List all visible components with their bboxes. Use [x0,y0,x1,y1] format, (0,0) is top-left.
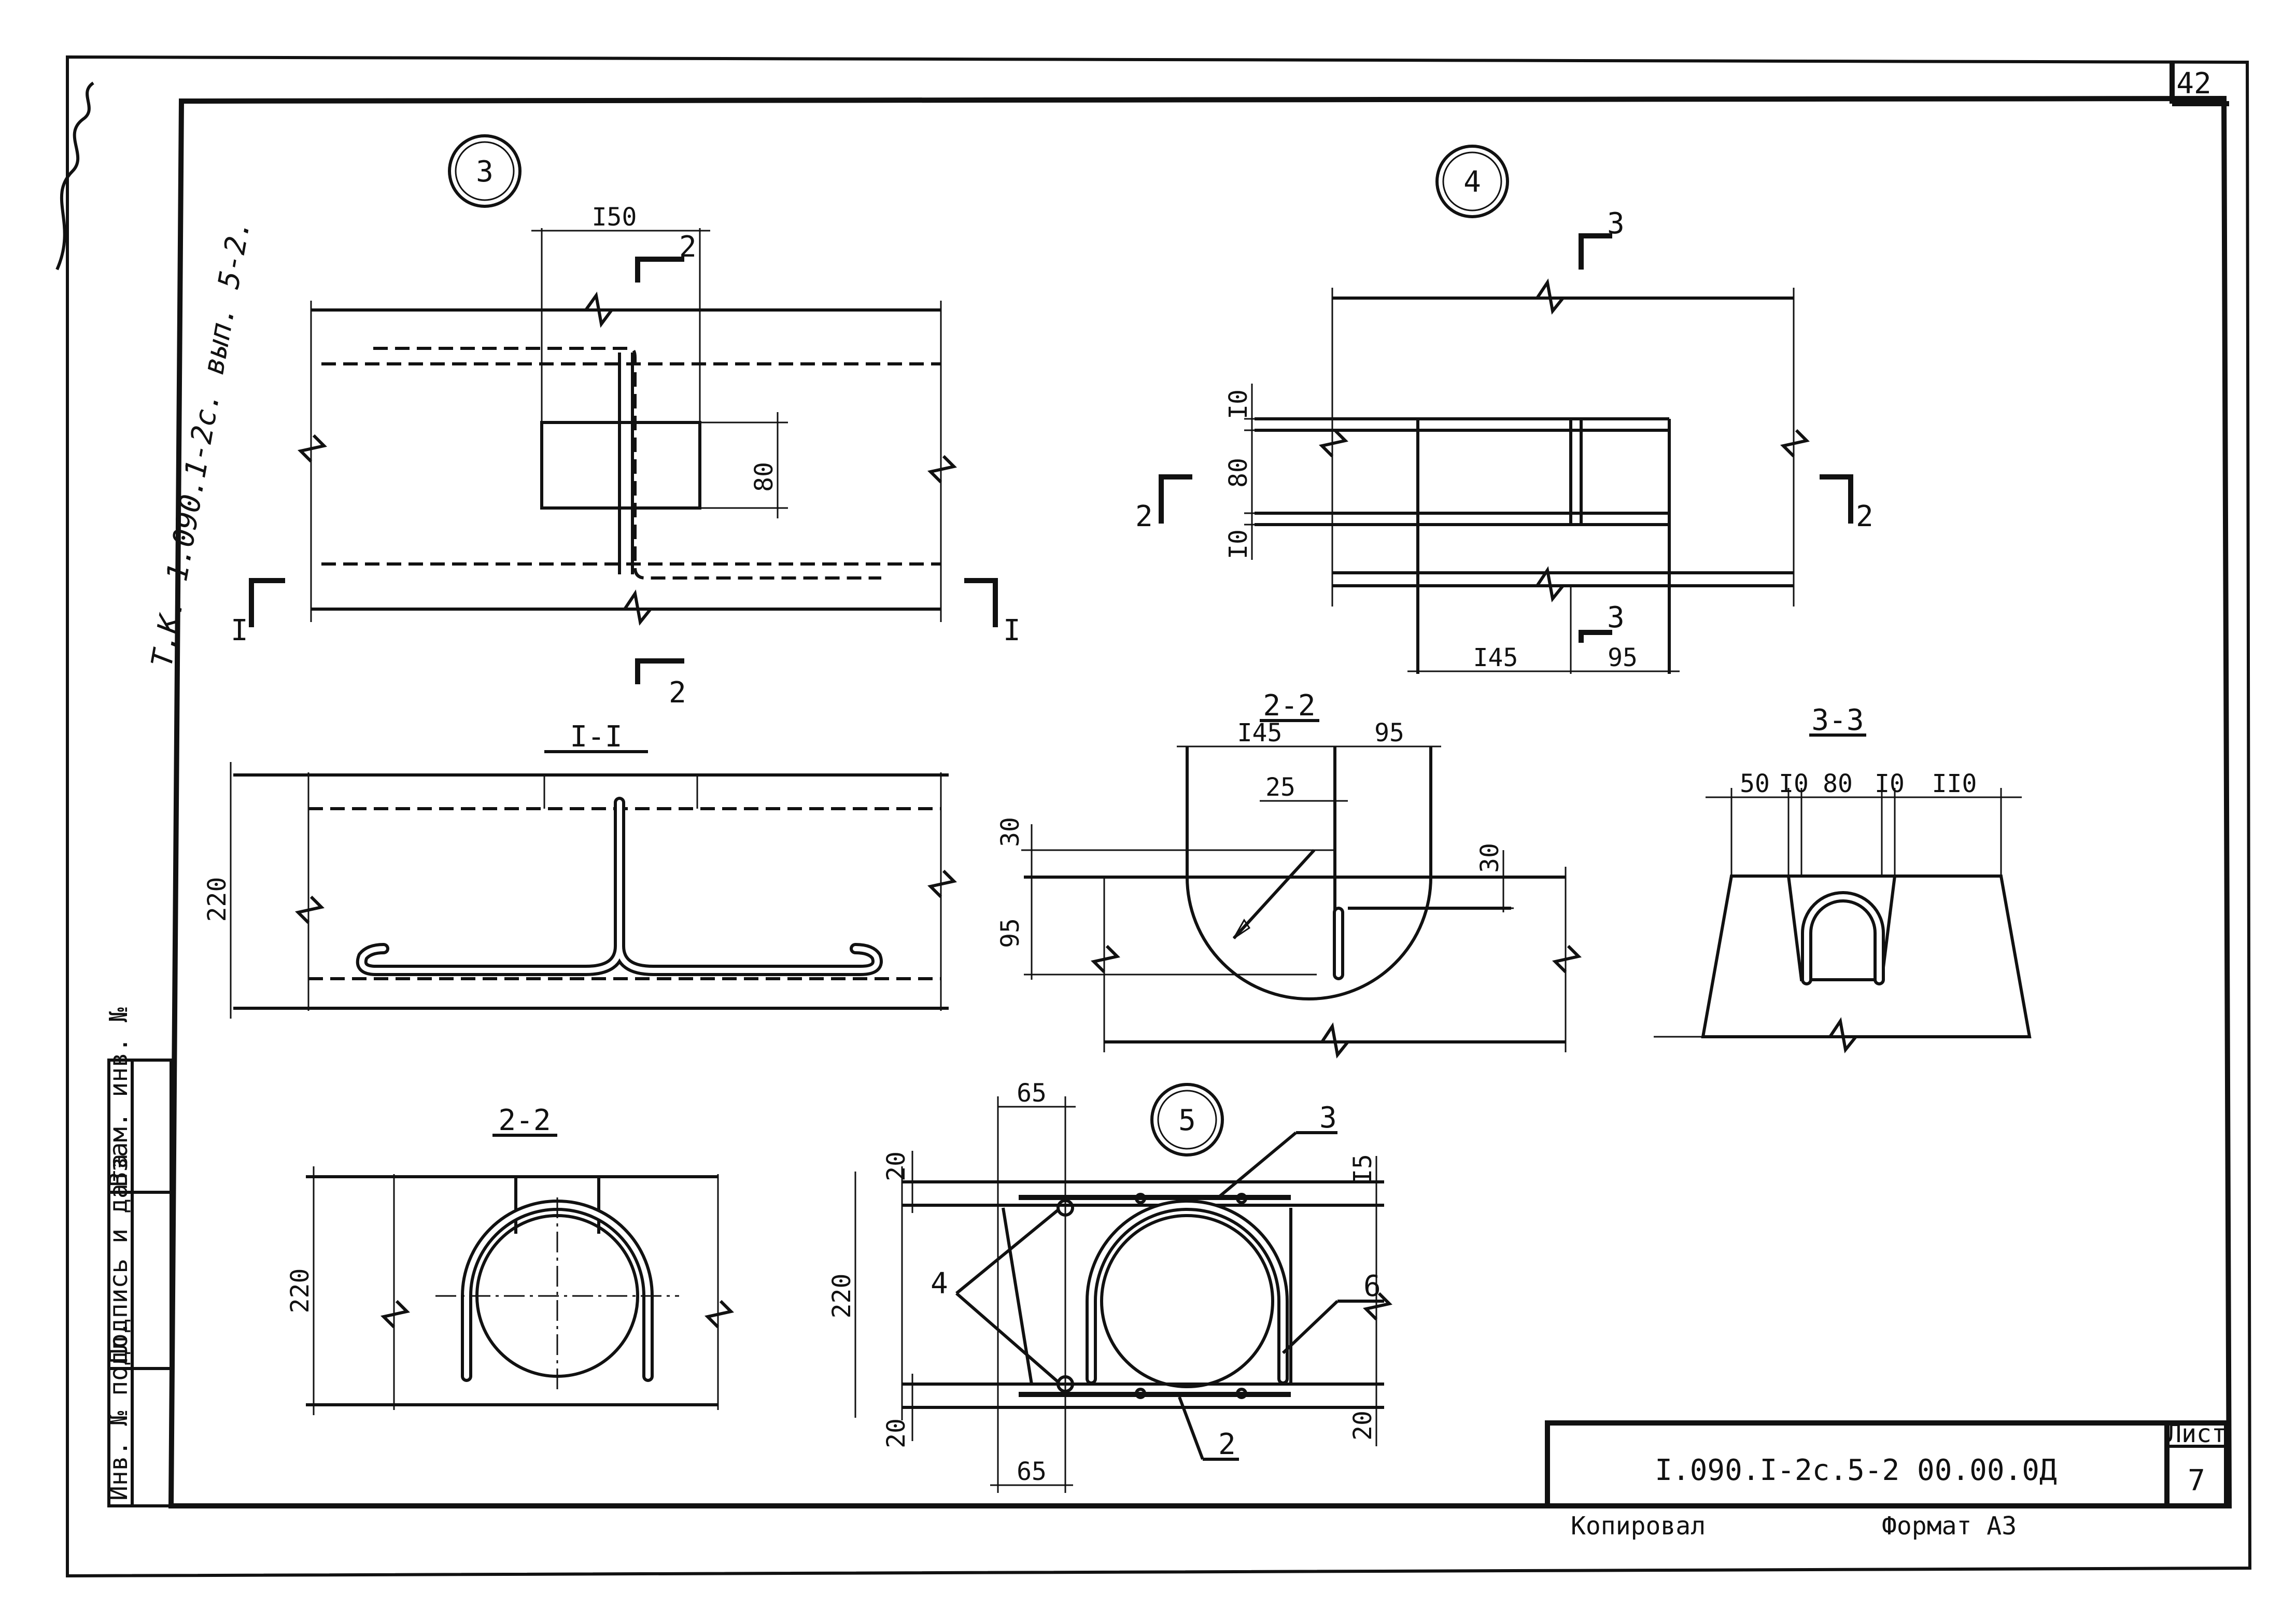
view-3 [249,134,998,684]
view-5-pos-6: 6 [1363,1270,1381,1303]
view-5-dim-65-bot: 65 [1017,1457,1047,1486]
view-4-marker: 4 [1463,165,1481,199]
view-4-dim-w2: 95 [1608,643,1638,672]
section-2-2-top-title: 2-2 [1263,689,1315,723]
section-3-3-dim-80: 80 [1823,769,1853,798]
view-5-pos-3: 3 [1319,1101,1337,1135]
section-2-2-bottom [306,1134,734,1415]
view-4-dim-w1: I45 [1473,643,1518,672]
stamp-column [107,1059,173,1507]
section-2-2-top-dim-30a: 30 [996,817,1025,847]
view-5-dim-20-tl: 20 [882,1151,911,1181]
section-3-3 [1654,734,2032,1054]
section-2-2-top-dim-w1: I45 [1237,718,1283,747]
view-5 [854,1083,1392,1493]
view-4 [1159,145,1853,674]
title-block [1545,1420,2229,1508]
section-2-2-top-dim-w2: 95 [1374,718,1404,747]
view-4-sect-bottom: 3 [1607,601,1625,634]
view-3-sect-mark-bottom: 2 [669,676,686,710]
section-3-3-title: 3-3 [1811,703,1864,737]
section-I-I-title: I-I [570,720,622,754]
view-3-dim-width: I50 [592,203,637,232]
sheet-number: 7 [2188,1464,2205,1498]
view-4-dim-bot: I0 [1224,529,1253,559]
section-2-2-bottom-dim-height: 220 [286,1268,315,1314]
section-2-2-top-dim-95: 95 [996,918,1025,948]
section-I-I [230,750,957,1019]
section-3-3-dim-10b: I0 [1875,769,1905,798]
side-note: Т.К. 1.090.1-2с. вып. 5-2. [145,217,257,670]
section-3-3-dim-50: 50 [1740,769,1770,798]
view-3-sect-I-left: I [231,614,248,647]
view-3-sect-mark: 2 [679,230,697,264]
view-3-marker: 3 [476,155,494,189]
view-4-dim-mid: 80 [1224,458,1253,488]
view-5-dim-20-bl: 20 [882,1418,911,1448]
section-2-2-top [1021,719,1582,1059]
view-3-dim-height: 80 [750,462,779,492]
section-3-3-dim-110: II0 [1932,769,1977,798]
view-5-dim-65-top: 65 [1017,1079,1047,1108]
view-5-pos-2: 2 [1218,1428,1236,1461]
stamp-field-inventory: Инв. № подл. [104,1321,133,1501]
view-4-sect-top: 3 [1607,207,1625,241]
view-5-pos-4: 4 [931,1267,948,1301]
view-4-dim-top: I0 [1224,389,1253,419]
stamp-field-replacement: Взам. инв. № [104,1007,133,1187]
section-3-3-dim-10a: I0 [1779,769,1809,798]
section-I-I-dim-height: 220 [203,877,232,922]
stamp-field-signature: Подпись и дата [104,1153,133,1363]
view-5-dim-220: 220 [827,1274,856,1319]
view-5-marker: 5 [1178,1104,1196,1137]
view-5-dim-15: I5 [1348,1154,1377,1184]
page-number: 42 [2176,67,2211,101]
section-2-2-top-dim-30b: 30 [1475,843,1504,873]
copied-label: Копировал [1571,1512,1706,1541]
section-2-2-bottom-title: 2-2 [498,1104,551,1137]
section-2-2-top-dim-25: 25 [1265,773,1295,802]
view-5-dim-20-br: 20 [1348,1411,1377,1441]
view-3-sect-I-right: I [1003,614,1021,647]
view-4-sect-right: 2 [1856,500,1874,533]
sheet-code: I.090.I-2c.5-2 00.00.0Д [1655,1454,2056,1487]
sheet-label: Лист [2166,1419,2227,1448]
format-label: Формат А3 [1882,1512,2017,1541]
view-4-sect-left: 2 [1135,500,1153,533]
signature-mark [55,81,94,271]
